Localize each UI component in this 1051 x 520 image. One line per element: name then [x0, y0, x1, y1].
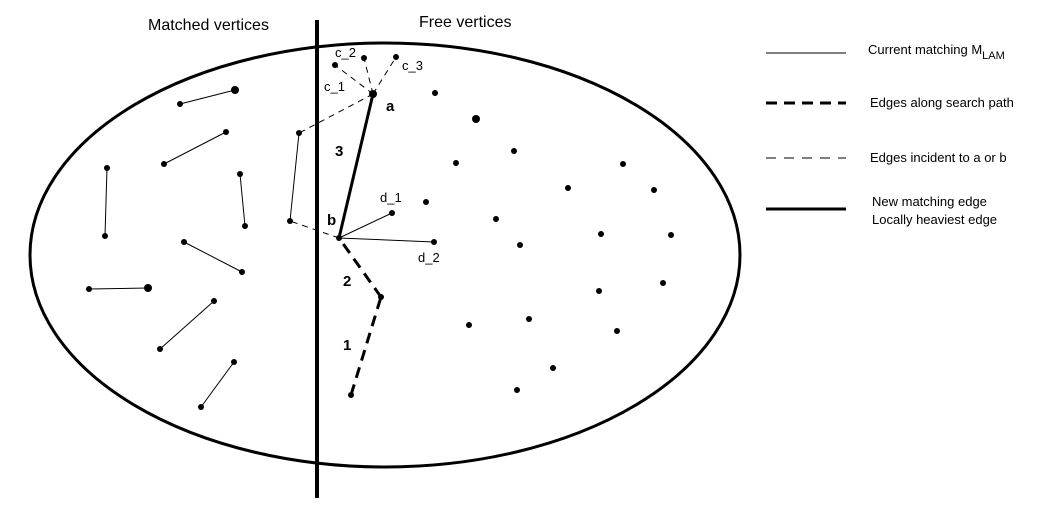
vertex-label-d1: d_1: [380, 190, 402, 205]
matching-edge: [200, 361, 235, 408]
vertex: [102, 233, 108, 239]
incident-edge-a-c3: [372, 56, 397, 95]
matched-vertices-label: Matched vertices: [148, 17, 269, 34]
vertex: [104, 165, 110, 171]
current-matching-edges: [88, 89, 300, 408]
legend-label-current-matching: Current matching MLAM: [868, 42, 1005, 62]
matching-edge: [163, 131, 227, 165]
vertex: [565, 185, 571, 191]
incident-edge-a-matched: [298, 93, 374, 134]
vertex-label-c2: c_2: [335, 45, 356, 60]
search-path-edge-1: [349, 296, 383, 396]
vertex: [144, 284, 152, 292]
vertex: [223, 129, 229, 135]
incident-edge-a-c1: [334, 64, 374, 95]
matching-edge: [159, 300, 215, 350]
edge-b-d1: [338, 212, 393, 239]
vertex-path-mid: [378, 294, 384, 300]
vertex: [660, 280, 666, 286]
vertex: [239, 269, 245, 275]
vertex: [526, 316, 532, 322]
vertex: [614, 328, 620, 334]
vertex: [550, 365, 556, 371]
vertex: [242, 223, 248, 229]
vertex-d2: [431, 239, 437, 245]
vertex: [231, 86, 239, 94]
matching-edge: [239, 173, 246, 227]
vertex: [237, 171, 243, 177]
graph-boundary-ellipse: [28, 41, 742, 469]
vertex-c2: [361, 55, 367, 61]
vertex-c1: [332, 62, 338, 68]
legend-subscript: LAM: [982, 50, 1005, 62]
vertex-label-c1: c_1: [324, 79, 345, 94]
incident-edges: [289, 56, 397, 239]
vertex: [432, 90, 438, 96]
vertex-label-a: a: [386, 98, 395, 115]
vertex: [472, 115, 480, 123]
search-path-edges: [337, 237, 383, 396]
vertex: [651, 187, 657, 193]
vertex: [86, 286, 92, 292]
vertex: [423, 199, 429, 205]
vertex: [511, 148, 517, 154]
vertex: [231, 359, 237, 365]
search-path-edge-2: [337, 237, 383, 298]
matching-edge: [289, 132, 300, 222]
vertex: [157, 346, 163, 352]
b-neighbor-edges: [338, 212, 435, 243]
vertex: [198, 404, 204, 410]
edge-b-d2: [338, 237, 435, 243]
new-matching-edge: [337, 93, 375, 239]
legend-label-incident-edges: Edges incident to a or b: [870, 150, 1007, 165]
vertex-c3: [393, 54, 399, 60]
legend: Current matching MLAM Edges along search…: [766, 42, 1014, 227]
vertex-label-d2: d_2: [418, 250, 440, 265]
vertex: [493, 216, 499, 222]
matching-edge: [179, 89, 236, 105]
matching-edge: [104, 167, 108, 237]
vertex: [177, 101, 183, 107]
vertex: [296, 130, 302, 136]
legend-label-new-matching-edge: New matching edge: [872, 194, 987, 209]
incident-edge-a-c2: [363, 57, 374, 95]
vertex: [514, 387, 520, 393]
legend-label-locally-heaviest-edge: Locally heaviest edge: [872, 212, 997, 227]
vertex: [161, 161, 167, 167]
vertex: [596, 288, 602, 294]
vertex: [517, 242, 523, 248]
vertex: [453, 160, 459, 166]
matching-edge: [183, 241, 243, 273]
vertex: [181, 239, 187, 245]
path-step-label-1: 1: [343, 337, 351, 354]
incident-edge-b-matched: [289, 220, 340, 239]
matching-edge: [88, 287, 149, 290]
vertices: [86, 54, 674, 410]
vertex-label-c3: c_3: [402, 58, 423, 73]
vertex: [287, 218, 293, 224]
vertex-b: [336, 235, 342, 241]
path-step-label-2: 2: [343, 273, 351, 290]
vertex-a: [369, 90, 377, 98]
vertex: [466, 322, 472, 328]
vertex-label-b: b: [327, 212, 336, 229]
free-vertices-label: Free vertices: [419, 14, 511, 31]
legend-label-search-path: Edges along search path: [870, 95, 1014, 110]
vertex: [211, 298, 217, 304]
vertex-path-start: [348, 392, 354, 398]
path-step-label-3: 3: [335, 143, 343, 160]
vertex: [620, 161, 626, 167]
vertex: [668, 232, 674, 238]
vertex: [598, 231, 604, 237]
vertex-d1: [389, 210, 395, 216]
